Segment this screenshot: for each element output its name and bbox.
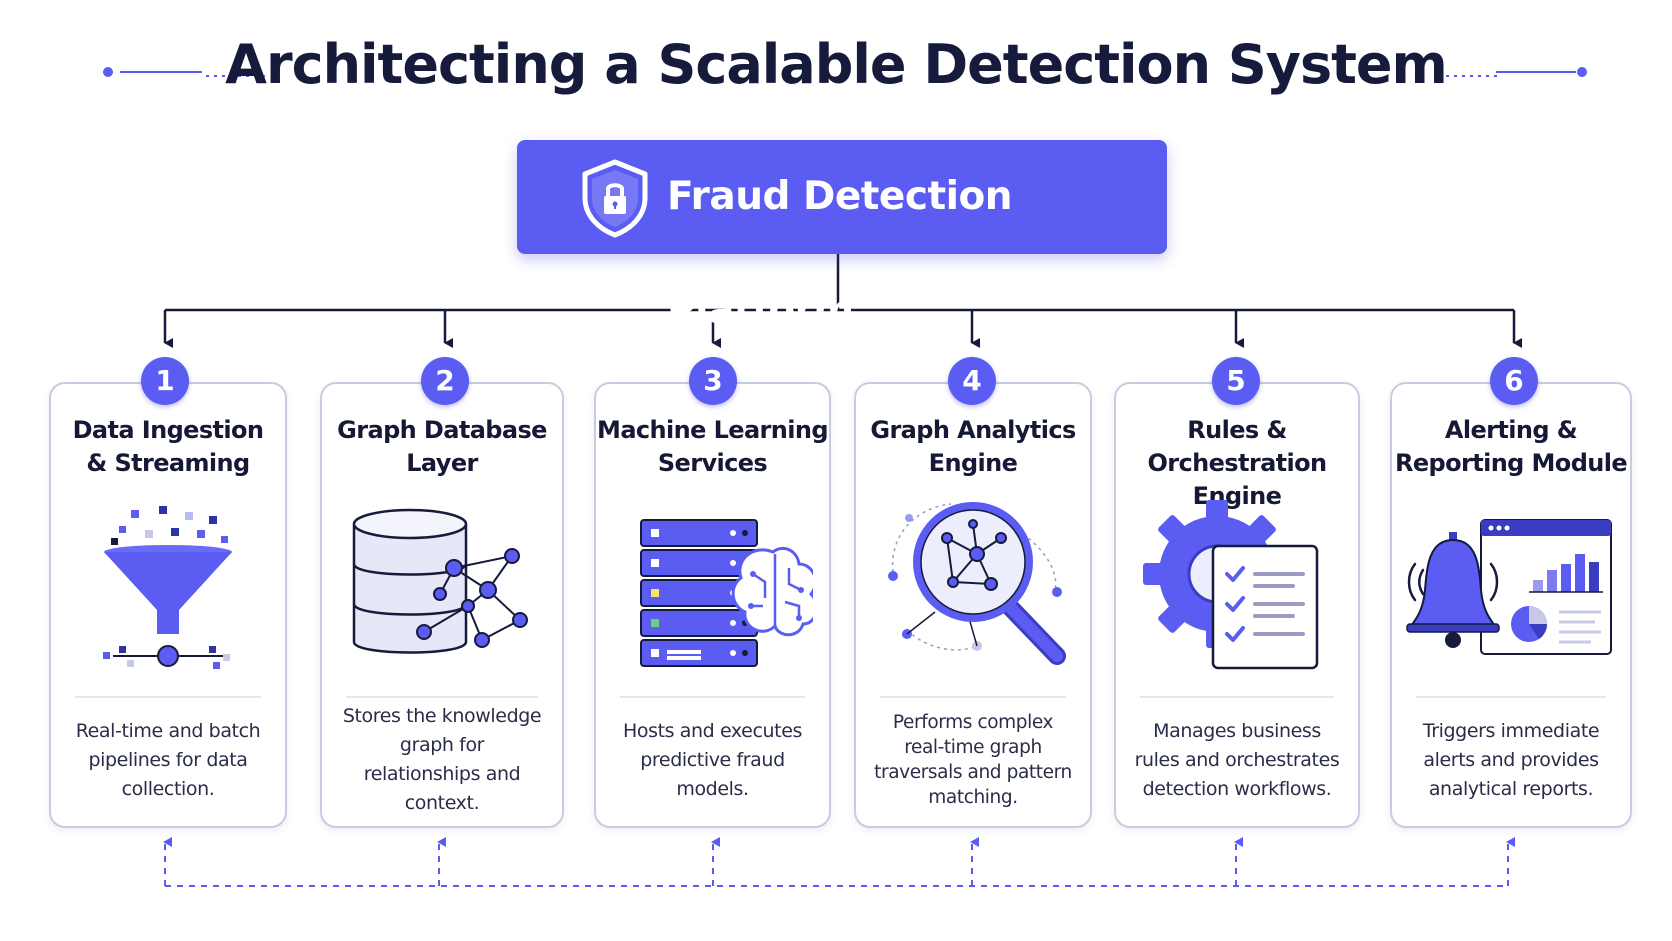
module-title: Data Ingestion& Streaming <box>72 416 264 477</box>
module-title: Rules &Orchestration Engine <box>1147 416 1327 510</box>
fraud-detection-platform-box[interactable]: Fraud Detection Platform <box>517 140 1167 333</box>
step-badge-5: 5 <box>1212 357 1260 405</box>
module-card-alerting-reporting[interactable]: Alerting &Reporting Module Triggers imme… <box>1390 382 1632 828</box>
card-divider <box>75 696 261 698</box>
module-description: Hosts and executes predictive fraud mode… <box>622 719 802 800</box>
module-card-data-ingestion[interactable]: Data Ingestion& Streaming Real-time and … <box>49 382 287 828</box>
bell-report-icon <box>1406 519 1612 655</box>
gear-checklist-icon <box>1143 500 1319 670</box>
step-badge-2: 2 <box>421 357 469 405</box>
step-badge-6: 6 <box>1490 357 1538 405</box>
step-badge-1: 1 <box>141 357 189 405</box>
card-divider <box>1140 696 1334 698</box>
card-divider <box>346 696 538 698</box>
module-description: Real-time and batch pipelines for data c… <box>75 719 261 800</box>
module-description: Stores the knowledge graph for relations… <box>342 705 542 814</box>
step-badge-3: 3 <box>689 357 737 405</box>
card-divider <box>620 696 805 698</box>
step-badge-4: 4 <box>948 357 996 405</box>
shield-lock-icon <box>582 159 648 238</box>
card-divider <box>1416 696 1606 698</box>
module-description: Performs complex real-time graph travers… <box>874 712 1072 808</box>
magnifier-graph-icon <box>888 502 1066 665</box>
funnel-icon <box>103 506 232 669</box>
server-brain-icon <box>639 519 813 667</box>
module-description: Triggers immediate alerts and provides a… <box>1422 719 1600 800</box>
module-card-rules-orchestration[interactable]: Rules &Orchestration Engine <box>1114 382 1360 828</box>
card-divider <box>880 696 1066 698</box>
module-description: Manages business rules and orchestrates … <box>1134 719 1340 800</box>
module-title: Alerting &Reporting Module <box>1394 416 1628 477</box>
title-decoration <box>103 67 1587 77</box>
database-graph-icon <box>352 508 528 654</box>
platform-label: Fraud Detection Platform <box>667 174 1013 333</box>
page-title: Architecting a Scalable Detection System <box>225 33 1448 96</box>
